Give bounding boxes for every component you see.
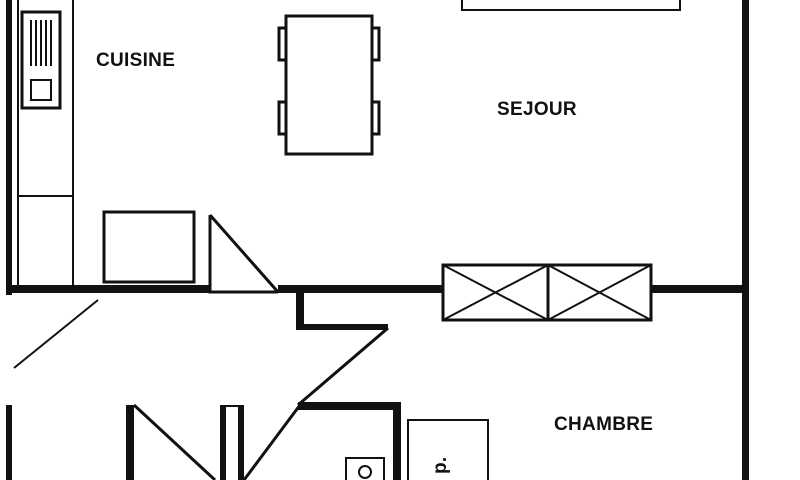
bed-label: p. (430, 457, 451, 475)
stove-oven-icon (30, 79, 52, 101)
wc-partition-right (238, 405, 244, 480)
bath-top-wall (298, 402, 400, 410)
bed-icon (407, 419, 489, 480)
kitchen-fixtures (17, 0, 196, 285)
chair-icon (370, 100, 381, 136)
kitchen-bottom-wall (6, 285, 210, 293)
left-outer-wall (6, 0, 12, 295)
door-swing-icon (13, 299, 99, 369)
bath-fixtures (345, 457, 385, 480)
wardrobe (441, 263, 653, 322)
appliance-box (102, 210, 196, 284)
chair-icon (370, 26, 381, 62)
door-swing-icon (132, 403, 217, 480)
wardrobe-cross (547, 264, 652, 321)
door-frame (208, 215, 278, 294)
chair-icon (277, 26, 288, 62)
sink-icon (345, 457, 385, 480)
wardrobe-cross (442, 264, 549, 321)
chambre-top-wall (650, 285, 745, 293)
dining-table (277, 14, 381, 156)
left-outer-wall-lower (6, 405, 12, 480)
window-sill (461, 0, 681, 11)
stove-icon (20, 10, 62, 110)
walls (6, 0, 749, 480)
chambre-fixtures: p. (407, 419, 489, 480)
sejour-bottom-wall (278, 285, 444, 293)
table-icon (284, 14, 374, 156)
bath-right-wall (393, 402, 401, 480)
room-label-chambre: CHAMBRE (554, 414, 653, 435)
door-swings (13, 214, 389, 480)
door-swing-icon (208, 214, 280, 293)
entry-notch-vertical (296, 290, 304, 330)
room-label-cuisine: CUISINE (96, 50, 175, 71)
door-swing-icon (242, 404, 302, 480)
wc-left-wall (126, 405, 134, 480)
door-swing-icon (297, 326, 389, 407)
right-outer-wall (742, 0, 749, 480)
room-label-sejour: SEJOUR (497, 99, 577, 120)
wc-partition-left (220, 405, 226, 480)
sink-drain-icon (358, 465, 372, 479)
chair-icon (277, 100, 288, 136)
entry-notch-horizontal (296, 324, 388, 330)
